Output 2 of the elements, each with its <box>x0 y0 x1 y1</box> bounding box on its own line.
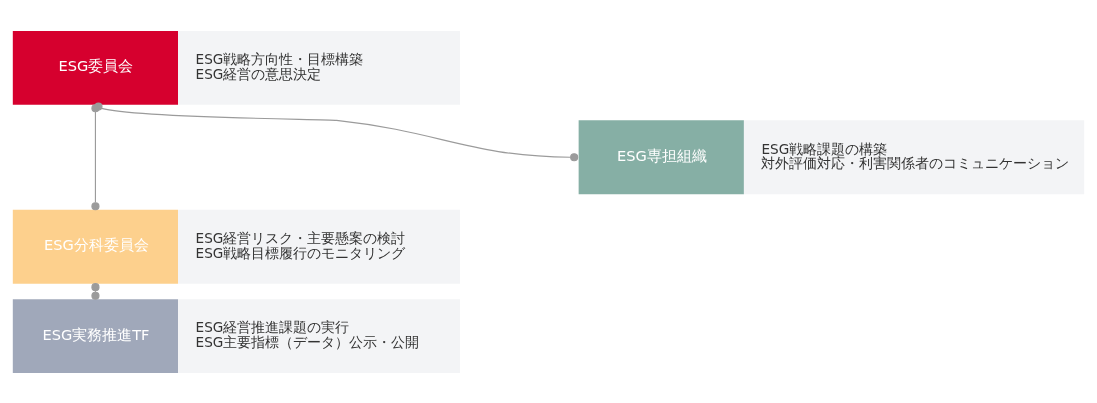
connector <box>91 103 100 210</box>
connector <box>91 282 100 300</box>
